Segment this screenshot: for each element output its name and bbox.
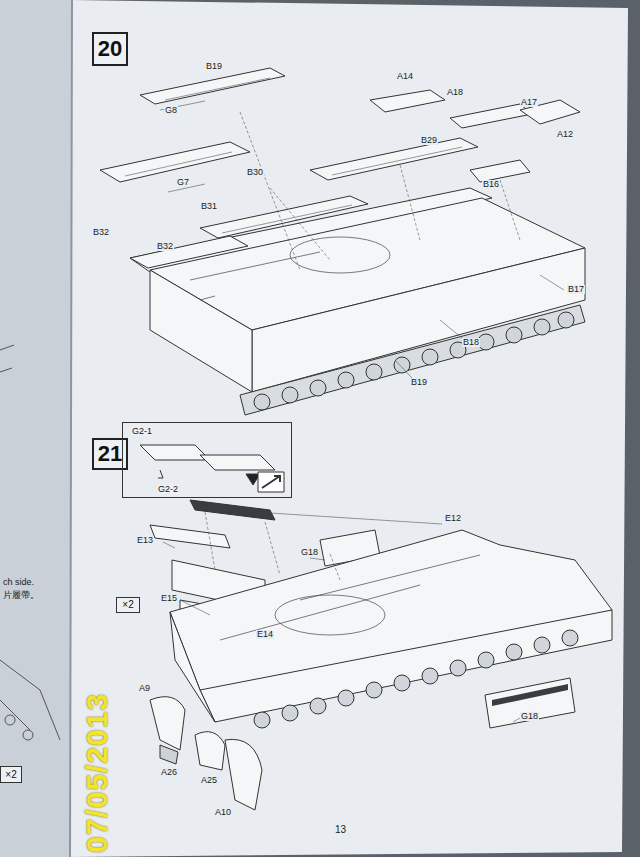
part-number: B18 bbox=[462, 338, 480, 347]
part-number: G18 bbox=[520, 712, 539, 721]
step-label: 20 bbox=[98, 38, 122, 60]
part-number: B16 bbox=[482, 180, 500, 189]
part-number: A10 bbox=[214, 808, 232, 817]
part-number: A12 bbox=[556, 130, 574, 139]
page-number: 13 bbox=[334, 825, 347, 835]
note-fragment: 片履帶。 bbox=[2, 591, 40, 600]
step-number: 20 bbox=[92, 32, 128, 66]
part-number: B29 bbox=[420, 136, 438, 145]
part-number: E15 bbox=[160, 594, 178, 603]
part-number: E14 bbox=[256, 630, 274, 639]
part-number: G8 bbox=[164, 106, 178, 115]
part-number: G2-1 bbox=[131, 427, 153, 436]
date-stamp: 07/05/2013 bbox=[82, 693, 112, 853]
quantity-label: ×2 bbox=[122, 600, 133, 610]
detail-inset: G2-1G2-2 bbox=[122, 422, 292, 498]
part-number: B19 bbox=[205, 62, 223, 71]
part-number: B30 bbox=[246, 168, 264, 177]
part-number: A25 bbox=[200, 776, 218, 785]
part-number: A26 bbox=[160, 768, 178, 777]
part-number: B31 bbox=[200, 202, 218, 211]
step-label: 21 bbox=[98, 443, 122, 465]
part-number: B32 bbox=[156, 242, 174, 251]
part-number: E12 bbox=[444, 514, 462, 523]
quantity-label: ×2 bbox=[5, 770, 16, 780]
part-number: A9 bbox=[138, 684, 151, 693]
part-number: A14 bbox=[396, 72, 414, 81]
part-number: G18 bbox=[300, 548, 319, 557]
part-number: A17 bbox=[520, 98, 538, 107]
part-number: A18 bbox=[446, 88, 464, 97]
part-number: E13 bbox=[136, 536, 154, 545]
part-number: B17 bbox=[567, 285, 585, 294]
note-fragment: ch side. bbox=[2, 578, 35, 587]
part-number: B32 bbox=[92, 228, 110, 237]
part-number: G2-2 bbox=[157, 485, 179, 494]
quantity-box: ×2 bbox=[116, 597, 140, 613]
part-number: G7 bbox=[176, 178, 190, 187]
quantity-box: ×2 bbox=[0, 766, 22, 783]
part-number: B19 bbox=[410, 378, 428, 387]
